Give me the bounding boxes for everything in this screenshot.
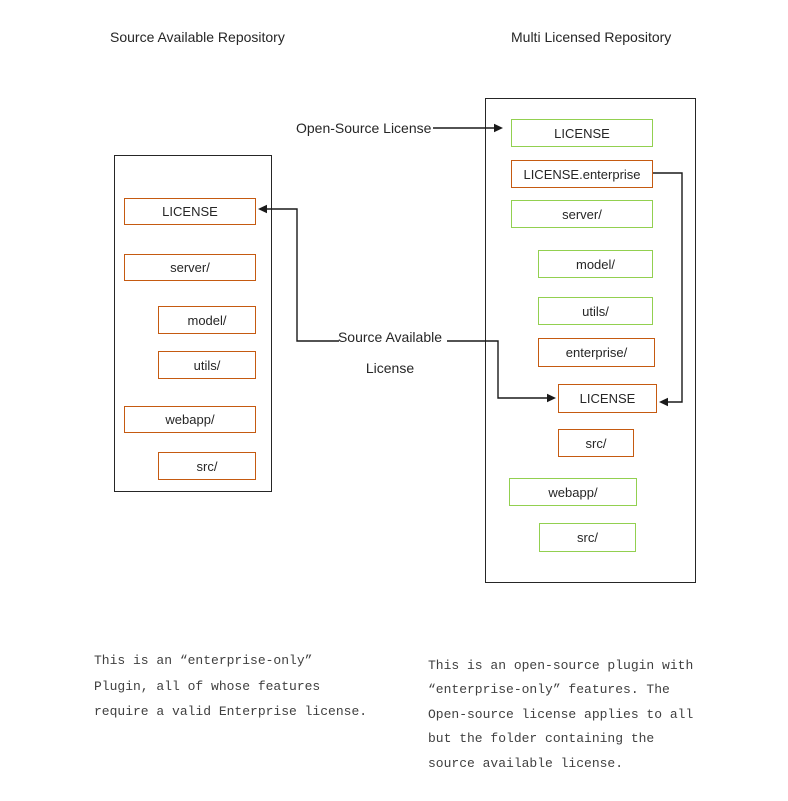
left-repo-item-webapp-folder: webapp/: [124, 406, 256, 433]
right-repo-item-src-enterprise-folder: src/: [558, 429, 634, 457]
connector-source-available-to-left-license: [264, 208, 339, 342]
right-repo-caption: This is an open-source plugin with “ente…: [428, 658, 694, 771]
right-repo-item-src-folder: src/: [539, 523, 636, 552]
left-repo-caption: This is an “enterprise-only” Plugin, all…: [94, 653, 368, 719]
right-repo-item-utils-folder: utils/: [538, 297, 653, 325]
right-repo-item-server-folder: server/: [511, 200, 653, 228]
source-available-license-label-line2: License: [365, 360, 415, 376]
left-repo-item-model-folder: model/: [158, 306, 256, 334]
right-repo-item-webapp-folder: webapp/: [509, 478, 637, 506]
right-repo-item-model-folder: model/: [538, 250, 653, 278]
right-repo-item-license-inner: LICENSE: [558, 384, 657, 413]
left-repo-item-license: LICENSE: [124, 198, 256, 225]
right-repo-item-license-opensource: LICENSE: [511, 119, 653, 147]
left-repo-title: Source Available Repository: [110, 29, 285, 45]
left-repo-item-server-folder: server/: [124, 254, 256, 281]
open-source-license-label: Open-Source License: [296, 120, 432, 136]
source-available-license-label-line1: Source Available: [337, 329, 443, 345]
right-repo-item-enterprise-folder: enterprise/: [538, 338, 655, 367]
left-repo-item-src-folder: src/: [158, 452, 256, 480]
right-repo-title: Multi Licensed Repository: [511, 29, 672, 45]
left-repo-item-utils-folder: utils/: [158, 351, 256, 379]
right-repo-item-license-enterprise: LICENSE.enterprise: [511, 160, 653, 188]
